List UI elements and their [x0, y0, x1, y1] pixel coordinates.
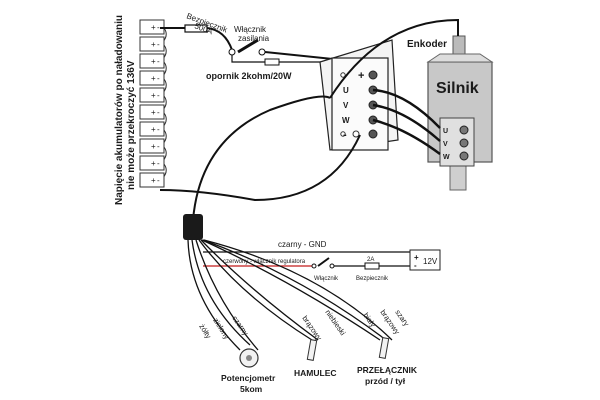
svg-text:-: -: [157, 74, 160, 83]
motor-terminal-w: W: [443, 154, 450, 161]
battery-cell: +-: [139, 155, 167, 182]
pot-label: Potencjometr: [221, 373, 276, 383]
regulator-switch: [317, 257, 330, 267]
svg-text:-: -: [157, 23, 160, 32]
terminal-minus: [368, 129, 378, 139]
pot-value: 5kom: [240, 384, 263, 394]
svg-text:-: -: [157, 91, 160, 100]
supply-label: 12V: [423, 257, 438, 266]
small-switch-label: Włącznik: [314, 276, 339, 282]
motor-label: Silnik: [436, 80, 479, 97]
controller-label-u: U: [343, 86, 349, 95]
controller-label-plus: +: [358, 70, 364, 82]
brake-label: HAMULEC: [294, 368, 337, 378]
battery-cell: +-: [139, 172, 165, 188]
terminal-plus: [368, 70, 378, 80]
wire-black: czarny: [230, 314, 250, 337]
ground-wire-label: czarny - GND: [278, 240, 327, 249]
svg-text:+: +: [151, 57, 156, 66]
switch-label-1: Włącznik: [234, 25, 267, 34]
wire-yellow: żółty: [197, 322, 213, 340]
svg-text:+: +: [151, 23, 156, 32]
wire-blue-brake: niebieski: [323, 308, 347, 337]
fanout-wires: [187, 239, 393, 351]
svg-text:+: +: [151, 91, 156, 100]
potentiometer: Potencjometr 5kom żółty zielony czarny: [197, 314, 276, 394]
regulator-fuse: [364, 262, 380, 270]
svg-text:+: +: [151, 176, 156, 185]
voltage-note-line2: nie może przekroczyć 136V: [126, 60, 137, 190]
svg-text:+: +: [151, 40, 156, 49]
svg-text:-: -: [157, 142, 160, 151]
connector-plug: [183, 214, 203, 240]
small-fuse-label: Bezpiecznik: [356, 276, 389, 282]
svg-text:-: -: [157, 108, 160, 117]
direction-label: PRZEŁĄCZNIK: [357, 365, 418, 375]
red-wire-label: czerwony - włącznik regulatora: [223, 259, 306, 265]
svg-text:+: +: [151, 159, 156, 168]
battery-cell: +-: [139, 104, 167, 131]
svg-text:-: -: [157, 176, 160, 185]
controller-label-minus: -: [343, 129, 347, 141]
wire-green: zielony: [211, 316, 231, 341]
small-fuse-value: 2A: [367, 257, 374, 263]
harness-cables: [159, 18, 459, 221]
direction-sublabel: przód / tył: [365, 376, 406, 386]
battery-cell: +-: [139, 70, 167, 97]
voltage-note-line1: Napięcie akumulatorów po naładowaniu: [114, 15, 125, 205]
encoder-label: Enkoder: [407, 39, 447, 50]
motor-terminal-v: V: [443, 141, 448, 148]
svg-text:-: -: [157, 125, 160, 134]
brake: HAMULEC brązowy niebieski: [294, 308, 348, 378]
wire-brown-brake: brązowy: [300, 314, 324, 342]
supply-12v: [409, 249, 441, 271]
svg-text:-: -: [157, 40, 160, 49]
svg-text:-: -: [157, 57, 160, 66]
wire-white: biały: [361, 311, 377, 329]
switch-contact-right: [258, 48, 266, 56]
direction-switch: PRZEŁĄCZNIK przód / tył biały brązowy sz…: [357, 308, 418, 386]
power-switch: [237, 38, 259, 54]
svg-text:+: +: [151, 108, 156, 117]
supply-minus: -: [414, 261, 417, 270]
supply-plus: +: [414, 253, 419, 262]
motor-terminal-u: U: [443, 128, 448, 135]
switch-contact-left: [228, 48, 236, 56]
controller-label-w: W: [342, 116, 350, 125]
resistor-label: opornik 2kohm/20W: [206, 71, 292, 81]
battery-cell: +-: [139, 36, 167, 63]
svg-text:+: +: [151, 125, 156, 134]
svg-text:-: -: [157, 159, 160, 168]
battery-voltage-note: Napięcie akumulatorów po naładowaniu nie…: [114, 15, 137, 205]
phase-wires: [372, 88, 441, 156]
motor: Silnik Enkoder U V W: [407, 35, 494, 191]
battery-stack: +-+-+-+-+-+-+-+-+-+-: [139, 19, 167, 188]
svg-text:+: +: [151, 74, 156, 83]
switch-label-2: zasilania: [238, 34, 270, 43]
harness-connector: [183, 214, 203, 240]
controller-label-v: V: [343, 101, 349, 110]
resistor: [264, 58, 280, 66]
svg-text:+: +: [151, 142, 156, 151]
